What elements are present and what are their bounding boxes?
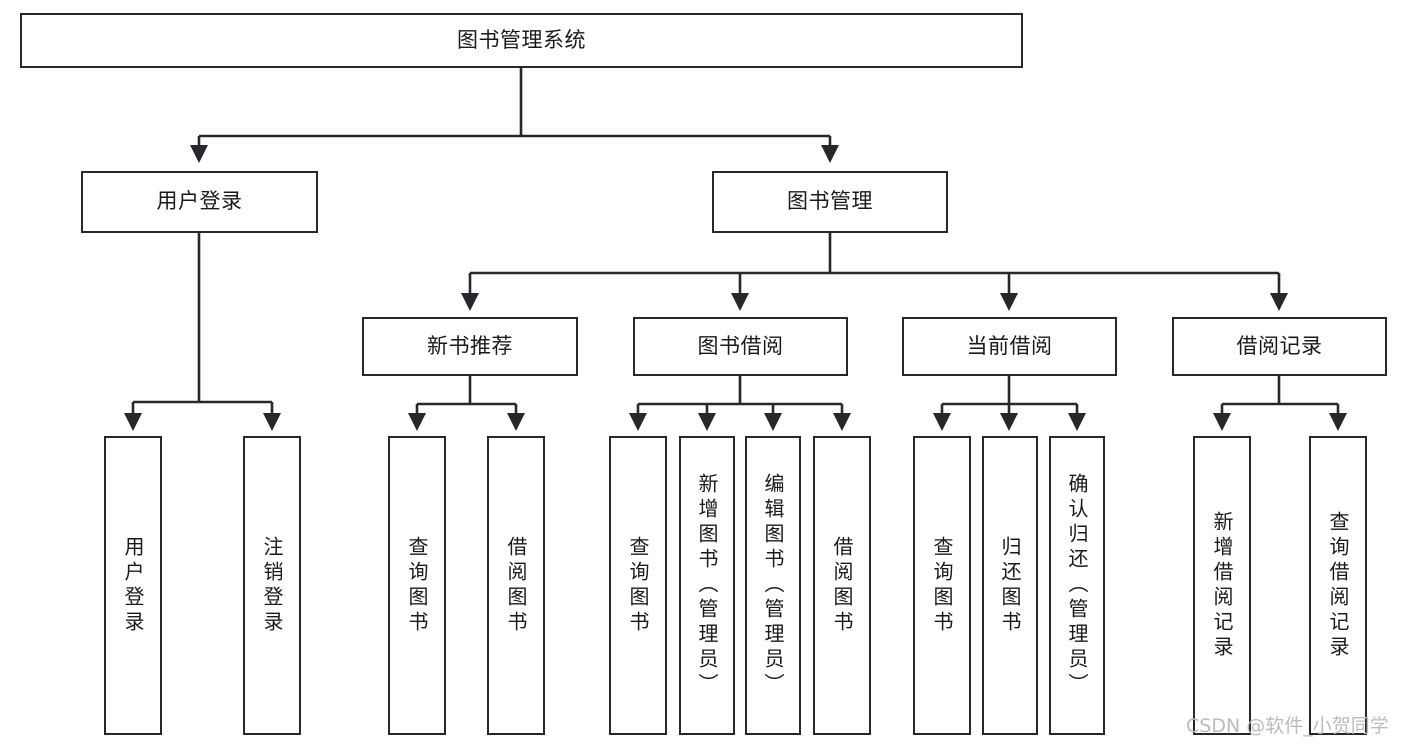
node-label: 借阅记录 — [1236, 333, 1323, 358]
node-label: 查询图书 — [626, 535, 650, 636]
leaf-add-borrow-record[interactable]: 新增借阅记录 — [1193, 436, 1251, 735]
leaf-borrow-book[interactable]: 借阅图书 — [813, 436, 871, 735]
leaf-query-book-borrow[interactable]: 查询图书 — [609, 436, 667, 735]
node-label: 编辑图书（管理员） — [761, 473, 785, 698]
leaf-return-book[interactable]: 归还图书 — [982, 436, 1038, 735]
node-label: 查询借阅记录 — [1326, 510, 1350, 661]
node-current-borrow[interactable]: 当前借阅 — [902, 317, 1117, 376]
node-book-borrow[interactable]: 图书借阅 — [633, 317, 848, 376]
node-label: 查询图书 — [405, 535, 429, 636]
node-label: 新书推荐 — [427, 333, 513, 358]
node-label: 图书借阅 — [697, 333, 784, 358]
node-label: 借阅图书 — [504, 535, 528, 636]
node-borrow-record[interactable]: 借阅记录 — [1172, 317, 1387, 376]
node-label: 新增借阅记录 — [1210, 510, 1234, 661]
node-label: 注销登录 — [260, 535, 284, 636]
node-label: 确认归还（管理员） — [1065, 473, 1089, 698]
leaf-query-book-rec[interactable]: 查询图书 — [388, 436, 446, 735]
node-root-system[interactable]: 图书管理系统 — [20, 13, 1023, 68]
node-label: 归还图书 — [998, 535, 1022, 636]
leaf-query-borrow-record[interactable]: 查询借阅记录 — [1309, 436, 1367, 735]
leaf-user-login[interactable]: 用户登录 — [104, 436, 162, 735]
node-label: 借阅图书 — [830, 535, 854, 636]
watermark-text: CSDN @软件_小贺同学 — [1186, 715, 1389, 737]
node-label: 新增图书（管理员） — [695, 473, 719, 698]
leaf-logout-login[interactable]: 注销登录 — [243, 436, 301, 735]
node-label: 图书管理系统 — [457, 27, 586, 52]
leaf-borrow-book-rec[interactable]: 借阅图书 — [487, 436, 545, 735]
node-user-login[interactable]: 用户登录 — [81, 171, 318, 233]
node-label: 当前借阅 — [966, 333, 1053, 358]
leaf-confirm-return-admin[interactable]: 确认归还（管理员） — [1049, 436, 1105, 735]
node-label: 查询图书 — [930, 535, 954, 636]
node-new-book-recommend[interactable]: 新书推荐 — [362, 317, 578, 376]
node-label: 用户登录 — [121, 535, 145, 636]
leaf-add-book-admin[interactable]: 新增图书（管理员） — [679, 436, 735, 735]
leaf-query-book-current[interactable]: 查询图书 — [913, 436, 971, 735]
node-label: 用户登录 — [156, 189, 243, 214]
leaf-edit-book-admin[interactable]: 编辑图书（管理员） — [745, 436, 801, 735]
node-book-management[interactable]: 图书管理 — [712, 171, 948, 233]
node-label: 图书管理 — [787, 189, 873, 214]
